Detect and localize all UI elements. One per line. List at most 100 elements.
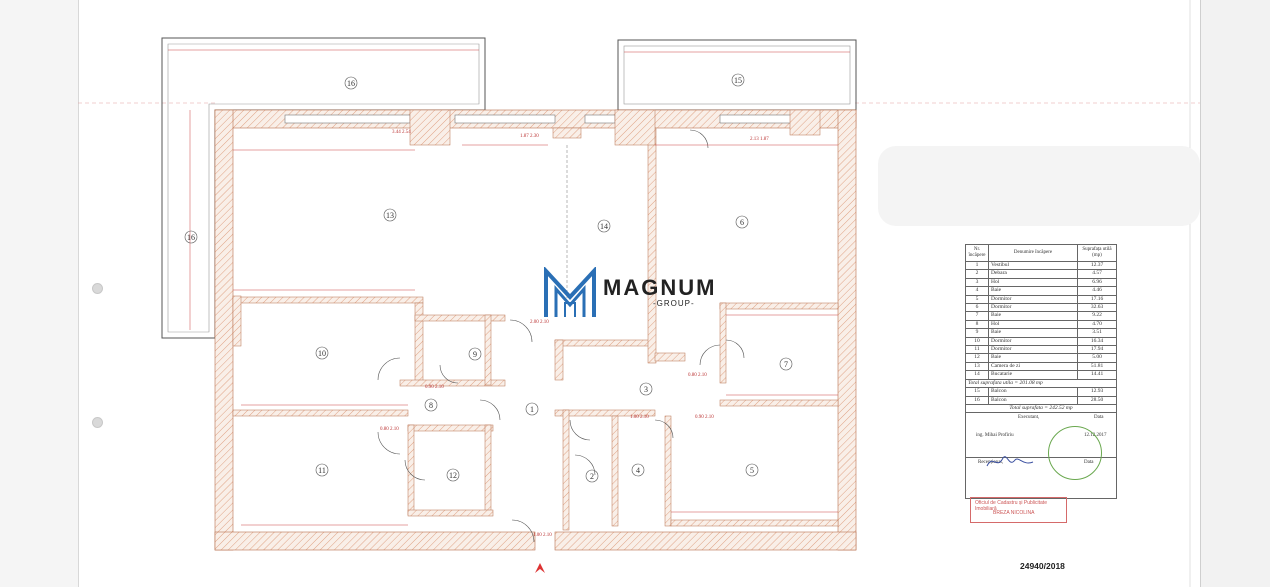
svg-text:12: 12 [449, 471, 457, 480]
room-label-11: 11 [315, 463, 329, 477]
legend-room-area: 17.16 [1077, 294, 1117, 305]
room-label-5: 5 [745, 463, 759, 477]
svg-text:2: 2 [590, 472, 594, 481]
svg-text:4: 4 [636, 466, 640, 475]
svg-text:8: 8 [429, 401, 433, 410]
room-label-8: 8 [424, 398, 438, 412]
room-labels: 13 14 6 10 9 8 1 3 7 11 12 2 4 5 15 16 1… [184, 73, 793, 483]
dim-door: 1.00 2.10 [533, 533, 552, 538]
exterior-walls [214, 109, 857, 551]
legend-room-name: Balcon [988, 387, 1078, 397]
svg-text:6: 6 [740, 218, 744, 227]
room-label-4: 4 [631, 463, 645, 477]
stamp-office-text: Oficiul de Cadastru și Publicitate Imobi… [975, 500, 1047, 512]
engineer-signature [986, 456, 1034, 467]
svg-text:11: 11 [318, 466, 326, 475]
svg-text:7: 7 [784, 360, 788, 369]
svg-text:15: 15 [734, 76, 742, 85]
room-label-10: 10 [315, 346, 329, 360]
legend-room-name: Debara [988, 269, 1078, 279]
legend-room-area: 4.46 [1077, 286, 1117, 296]
legend-room-name: Hol [988, 319, 1078, 330]
room-label-12: 12 [446, 468, 460, 482]
legend-room-name: Hol [988, 277, 1078, 288]
legend-room-area: 32.63 [1077, 303, 1117, 313]
executant-label: Executant, [1018, 415, 1040, 421]
legend-room-number: 10 [965, 336, 989, 347]
legend-room-number: 5 [965, 294, 989, 305]
right-page-edge [1200, 0, 1270, 587]
dim-opening: 1.87 2.30 [520, 134, 539, 139]
data-label: Data [1094, 415, 1104, 421]
entrance-arrow-icon [535, 563, 545, 573]
legend-room-name: Baie [988, 311, 1078, 321]
legend-room-name: Vestibul [988, 260, 1078, 271]
legend-room-name: Baie [988, 353, 1078, 363]
room-label-3: 3 [639, 382, 653, 396]
logo-wordmark: MAGNUM [603, 275, 717, 300]
room-label-1: 1 [525, 402, 539, 416]
col-name: Denumire încăpere [988, 244, 1078, 262]
svg-text:10: 10 [318, 349, 326, 358]
svg-text:16: 16 [347, 79, 355, 88]
stamp-name: BREZA NICOLINA [993, 510, 1035, 516]
legend-room-name: Bucatarie [988, 370, 1078, 380]
svg-text:1: 1 [530, 405, 534, 414]
legend-room-area: 9.22 [1077, 311, 1117, 321]
legend-room-number: 3 [965, 277, 989, 288]
legend-room-area: 16.34 [1077, 336, 1117, 347]
reference-number: 24940/2018 [1020, 561, 1065, 571]
legend-room-name: Baie [988, 328, 1078, 338]
legend-room-area: 28.50 [1077, 395, 1117, 405]
dim-door: 0.90 2.10 [695, 415, 714, 420]
legend-total: Total suprafata = 242.52 mp [965, 403, 1117, 414]
room-label-14: 14 [597, 219, 611, 233]
magnum-group-logo: MAGNUM -GROUP- [543, 265, 728, 319]
legend-room-name: Dormitor [988, 294, 1078, 305]
svg-text:16: 16 [187, 233, 195, 242]
room-label-15: 15 [731, 73, 745, 87]
engineer-name: ing. Mihai Profiriu [976, 433, 1014, 439]
binder-hole-bottom [92, 417, 103, 428]
blurred-region [878, 146, 1200, 226]
legend-room-number: 11 [965, 345, 989, 355]
left-page-edge [0, 0, 78, 587]
room-label-2: 2 [585, 469, 599, 483]
room-label-9: 9 [468, 347, 482, 361]
legend-room-number: 4 [965, 286, 989, 296]
legend-room-area: 4.70 [1077, 319, 1117, 330]
svg-text:14: 14 [600, 222, 608, 231]
dim-door: 1.00 2.10 [630, 415, 649, 420]
legend-room-name: Camera de zi [988, 361, 1078, 372]
svg-text:13: 13 [386, 211, 394, 220]
room-area-legend: Nr. încăpere Denumire încăpere Suprafața… [965, 244, 1117, 500]
legend-room-area: 14.41 [1077, 370, 1117, 380]
col-nr: Nr. încăpere [965, 244, 989, 262]
legend-room-name: Baie [988, 286, 1078, 296]
legend-room-area: 3.51 [1077, 328, 1117, 338]
dim-door: 0.80 2.10 [380, 427, 399, 432]
legend-room-number: 15 [965, 387, 989, 397]
dim-door: 0.80 2.10 [688, 373, 707, 378]
legend-room-number: 6 [965, 303, 989, 313]
certification-stamp [1048, 426, 1102, 480]
legend-room-name: Dormitor [988, 303, 1078, 313]
room-label-16b: 16 [184, 230, 198, 244]
room-label-6: 6 [735, 215, 749, 229]
legend-room-name: Dormitor [988, 345, 1078, 355]
legend-total-utila: Total suprafata utila = 201.08 mp [965, 378, 1117, 389]
